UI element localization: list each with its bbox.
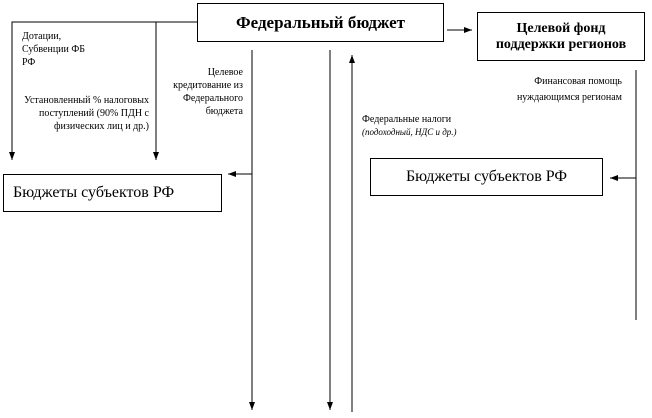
- federal-taxes-label: Федеральные налоги: [362, 114, 452, 125]
- regional-budgets-right-label: Бюджеты субъектов РФ: [405, 168, 568, 185]
- subsidies-label: Дотации, Субвенции ФБ РФ: [22, 31, 86, 68]
- regional-budgets-left-box: Бюджеты субъектов РФ: [3, 174, 222, 212]
- target-fund-label: Целевой фонд поддержки регионов: [495, 20, 627, 52]
- federal-budget-box: Федеральный бюджет: [197, 3, 444, 42]
- regional-budgets-right-box: Бюджеты субъектов РФ: [370, 158, 603, 196]
- federal-taxes-examples: (подоходный, НДС и др.): [362, 127, 457, 137]
- financial-aid-label: Финансовая помощь нуждающимся регионам: [516, 76, 622, 103]
- federal-budget-label: Федеральный бюджет: [236, 12, 405, 32]
- regional-budgets-left-label: Бюджеты субъектов РФ: [13, 184, 175, 201]
- targeted-credit-label: Целевое кредитование из Федерального бюд…: [173, 67, 243, 117]
- aid-arrow: [610, 70, 637, 320]
- target-fund-box: Целевой фонд поддержки регионов: [477, 12, 645, 61]
- tax-share-label: Установленный % налоговых поступлений (9…: [24, 95, 149, 132]
- subsidies-arrow: [9, 21, 197, 160]
